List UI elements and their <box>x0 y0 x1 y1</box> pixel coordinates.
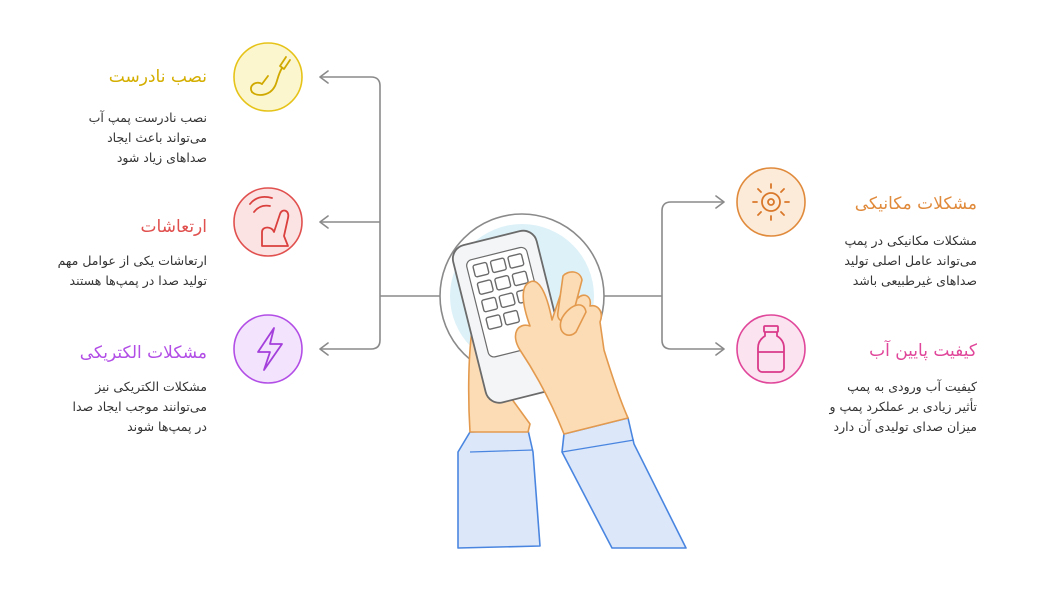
connector-right-trunk <box>603 201 723 350</box>
title-mechanical-problems: مشکلات مکانیکی <box>854 194 977 214</box>
desc-line: کیفیت آب ورودی به پمپ <box>847 379 977 394</box>
center-illustration <box>439 213 687 549</box>
gear-sun-icon <box>752 183 790 221</box>
desc-line: صداهای غیرطبیعی باشد <box>852 273 977 288</box>
title-incorrect-installation: نصب نادرست <box>108 67 207 87</box>
icon-circle-red <box>233 187 303 257</box>
desc-line: می‌توانند موجب ایجاد صدا <box>72 399 207 414</box>
desc-line: نصب نادرست پمپ آب <box>88 110 207 125</box>
desc-line: ارتعاشات یکی از عوامل مهم <box>57 253 207 268</box>
desc-electrical-problems: مشکلات الکتریکی نیز می‌توانند موجب ایجاد… <box>73 377 207 437</box>
desc-line: می‌تواند باعث ایجاد <box>107 130 207 145</box>
lightning-icon <box>257 327 283 371</box>
water-bottle-icon <box>757 325 785 373</box>
connector-left-arrows <box>319 70 329 356</box>
title-electrical-problems: مشکلات الکتریکی <box>79 343 207 363</box>
desc-line: میزان صدای تولیدی آن دارد <box>833 419 978 434</box>
icon-circle-pink <box>736 314 806 384</box>
desc-vibrations: ارتعاشات یکی از عوامل مهم تولید صدا در پ… <box>58 251 207 291</box>
connectors <box>319 70 725 356</box>
connector-right-arrows <box>715 195 725 356</box>
left-sleeve <box>457 429 541 549</box>
icon-circle-yellow <box>233 42 303 112</box>
title-low-water-quality: کیفیت پایین آب <box>869 341 977 361</box>
desc-mechanical-problems: مشکلات مکانیکی در پمپ می‌تواند عامل اصلی… <box>844 231 977 291</box>
desc-line: مشکلات الکتریکی نیز <box>95 379 207 394</box>
title-vibrations: ارتعاشات <box>140 217 207 237</box>
vibration-hand-icon <box>249 195 290 247</box>
desc-line: در پمپ‌ها شوند <box>127 419 207 434</box>
desc-line: صداهای زیاد شود <box>116 150 207 165</box>
connector-left-trunk <box>321 76 441 350</box>
icon-circle-orange <box>736 167 806 237</box>
desc-incorrect-installation: نصب نادرست پمپ آب می‌تواند باعث ایجاد صد… <box>89 108 207 168</box>
desc-line: مشکلات مکانیکی در پمپ <box>844 233 977 248</box>
wrench-pipe-icon <box>250 56 291 96</box>
desc-low-water-quality: کیفیت آب ورودی به پمپ تأثیر زیادی بر عمل… <box>829 377 977 437</box>
desc-line: می‌تواند عامل اصلی تولید <box>844 253 977 268</box>
icon-circle-purple <box>233 314 303 384</box>
desc-line: تولید صدا در پمپ‌ها هستند <box>69 273 207 288</box>
right-sleeve <box>561 417 687 549</box>
desc-line: تأثیر زیادی بر عملکرد پمپ و <box>829 399 977 414</box>
